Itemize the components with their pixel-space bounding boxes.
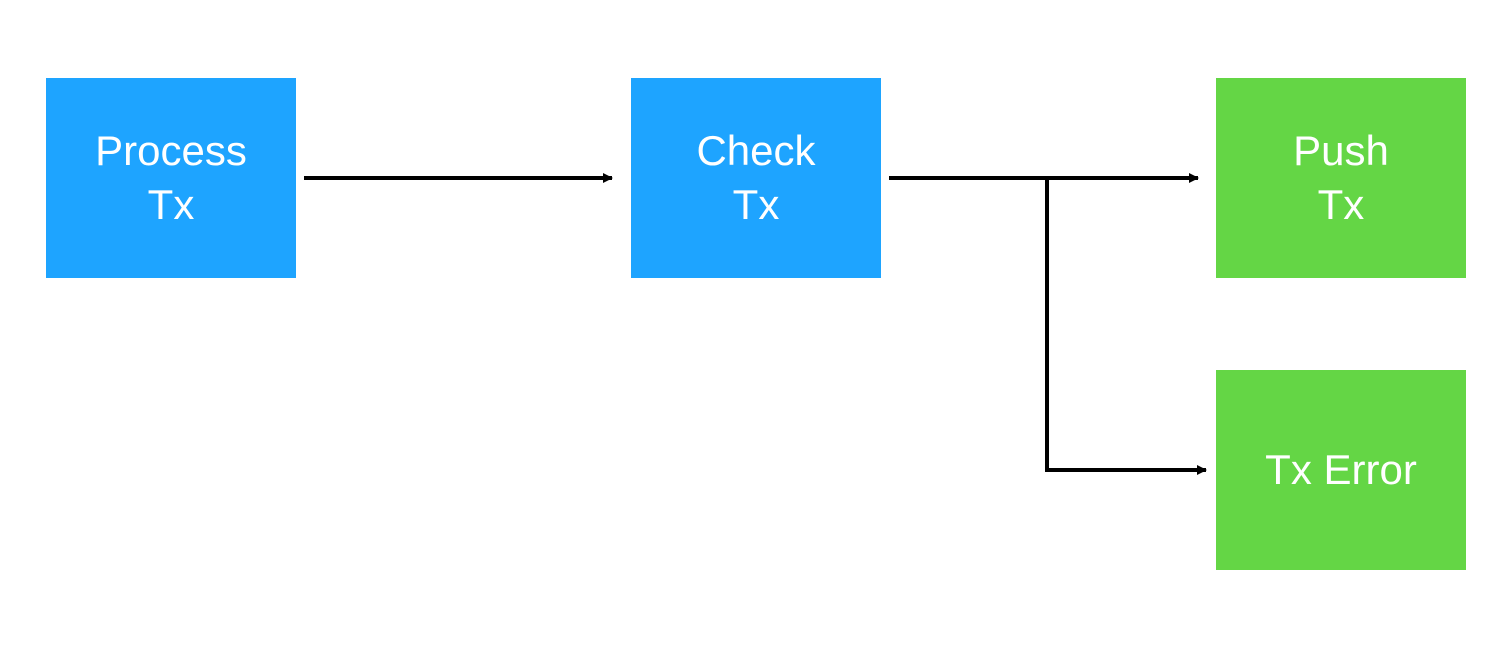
node-push-tx[interactable]: Push Tx xyxy=(1216,78,1466,278)
node-label: Tx Error xyxy=(1265,446,1417,493)
node-process-tx[interactable]: Process Tx xyxy=(46,78,296,278)
edge-check-to-error xyxy=(1045,178,1207,475)
node-tx-error[interactable]: Tx Error xyxy=(1216,370,1466,570)
node-check-tx[interactable]: Check Tx xyxy=(631,78,881,278)
node-label: Push Tx xyxy=(1293,127,1389,228)
node-label: Process Tx xyxy=(95,127,247,228)
node-label: Check Tx xyxy=(696,127,816,228)
